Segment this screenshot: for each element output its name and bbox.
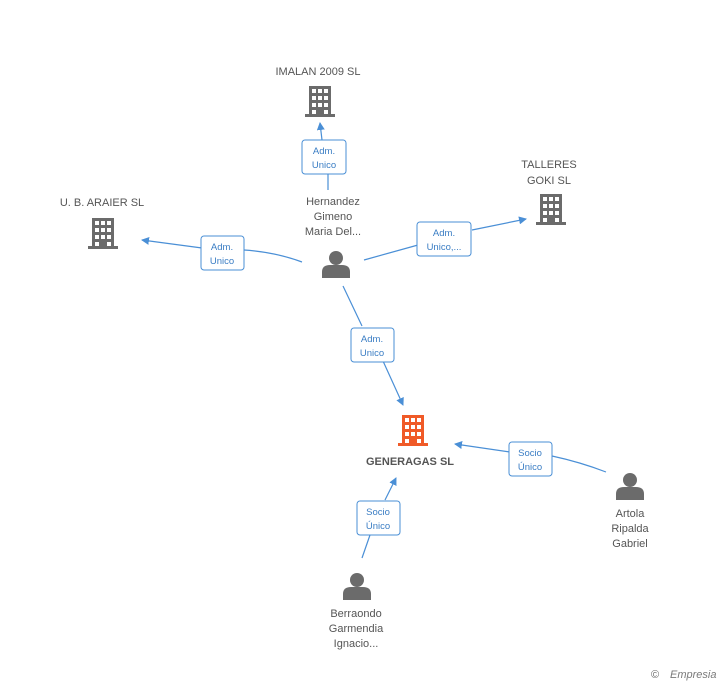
node-talleres-label-2: GOKI SL (527, 175, 571, 187)
node-hernandez-label-2: Gimeno (314, 211, 353, 223)
svg-text:Unico,...: Unico,... (427, 242, 462, 253)
node-berraondo-label-3: Ignacio... (334, 638, 379, 650)
node-berraondo[interactable]: Berraondo Garmendia Ignacio... (329, 573, 384, 650)
svg-text:Unico: Unico (360, 348, 384, 359)
svg-text:Único: Único (366, 521, 390, 532)
node-artola[interactable]: Artola Ripalda Gabriel (611, 473, 650, 550)
edge-label-artola-generagas[interactable]: Socio Único (508, 441, 553, 477)
building-icon (305, 86, 335, 117)
person-icon (322, 251, 350, 278)
edge-label-berraondo-generagas[interactable]: Socio Único (356, 500, 401, 536)
node-artola-label-2: Ripalda (611, 523, 649, 535)
svg-text:Único: Único (518, 462, 542, 473)
svg-text:Socio: Socio (518, 448, 542, 459)
edge-line-berraondo-generagas (361, 478, 396, 559)
person-icon (616, 473, 644, 500)
node-hernandez-label-1: Hernandez (306, 196, 360, 208)
node-artola-label-1: Artola (616, 508, 646, 520)
node-hernandez[interactable]: Hernandez Gimeno Maria Del... (305, 196, 361, 278)
brand-name: Empresia (670, 669, 716, 681)
edge-line-artola-generagas (455, 444, 607, 473)
node-imalan[interactable]: IMALAN 2009 SL (276, 66, 361, 117)
edge-line-hernandez-araier (142, 240, 303, 263)
person-icon (343, 573, 371, 600)
copyright-icon: © (651, 669, 659, 681)
edge-label-hernandez-generagas[interactable]: Adm. Unico (350, 327, 395, 363)
edge-label-hernandez-araier[interactable]: Adm. Unico (200, 235, 245, 271)
svg-text:Adm.: Adm. (361, 334, 383, 345)
node-generagas[interactable]: GENERAGAS SL (366, 415, 454, 468)
node-artola-label-3: Gabriel (612, 538, 647, 550)
node-araier[interactable]: U. B. ARAIER SL (60, 197, 144, 249)
node-talleres-label-1: TALLERES (521, 159, 576, 171)
edge-line-hernandez-generagas (342, 285, 403, 405)
building-icon (88, 218, 118, 249)
svg-text:Socio: Socio (366, 507, 390, 518)
svg-text:Adm.: Adm. (433, 228, 455, 239)
building-icon-highlight (398, 415, 428, 446)
svg-text:Adm.: Adm. (313, 146, 335, 157)
edge-label-hernandez-talleres[interactable]: Adm. Unico,... (416, 221, 472, 257)
node-berraondo-label-2: Garmendia (329, 623, 384, 635)
node-berraondo-label-1: Berraondo (330, 608, 381, 620)
svg-text:Unico: Unico (312, 160, 336, 171)
node-hernandez-label-3: Maria Del... (305, 226, 361, 238)
svg-text:Unico: Unico (210, 256, 234, 267)
empresia-logo: © Empresia (651, 669, 716, 681)
edge-line-hernandez-talleres (363, 219, 526, 261)
node-talleres[interactable]: TALLERES GOKI SL (521, 159, 577, 225)
edge-label-hernandez-imalan[interactable]: Adm. Unico (301, 139, 347, 175)
svg-text:Adm.: Adm. (211, 242, 233, 253)
building-icon (536, 194, 566, 225)
node-generagas-label: GENERAGAS SL (366, 456, 454, 468)
node-imalan-label: IMALAN 2009 SL (276, 66, 361, 78)
node-araier-label: U. B. ARAIER SL (60, 197, 144, 209)
